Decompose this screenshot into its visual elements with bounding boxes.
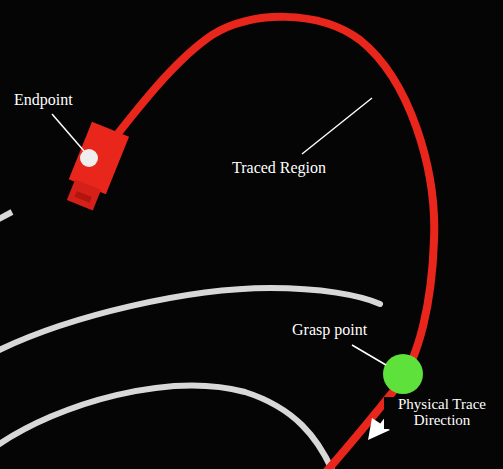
- callout-label: Physical Trace Direction: [384, 397, 500, 429]
- leader-line: [302, 98, 372, 154]
- callout-label: Endpoint: [12, 92, 75, 109]
- callout-label: Grasp point: [290, 322, 369, 339]
- callout-label: Traced Region: [230, 160, 328, 177]
- leader-line: [52, 114, 84, 151]
- cable: [0, 386, 333, 469]
- endpoint-dot: [80, 149, 98, 167]
- cable: [0, 288, 380, 352]
- leader-line: [352, 345, 386, 365]
- grasp-point-circle: [383, 354, 423, 394]
- cable: [0, 212, 12, 221]
